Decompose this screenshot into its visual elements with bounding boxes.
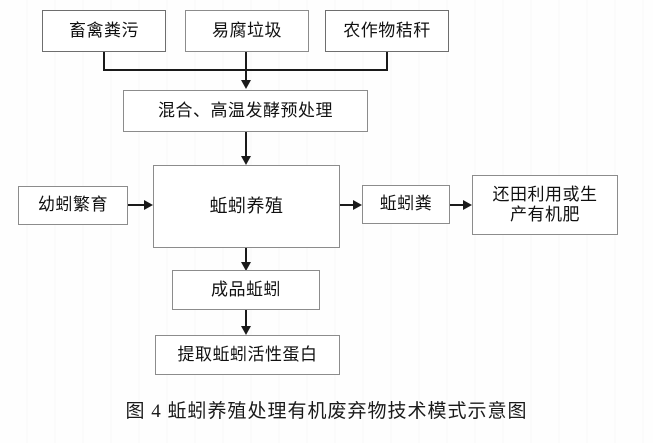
connector-culture-to-finished (245, 248, 247, 266)
arrowhead-into-culture (241, 156, 251, 165)
connector-straw-drop (386, 52, 388, 71)
arrowhead-into-pretreatment (241, 80, 251, 89)
arrowhead-into-castings (353, 200, 362, 210)
connector-breeding-to-culture (128, 204, 145, 206)
arrowhead-into-culture-left (144, 200, 153, 210)
connector-manure-drop (103, 52, 105, 71)
connector-merge-to-pretreatment (245, 52, 247, 82)
arrowhead-into-fertilizer (463, 200, 472, 210)
node-perishable-waste: 易腐垃圾 (185, 10, 309, 52)
node-earthworm-culture: 蚯蚓养殖 (153, 165, 340, 248)
connector-culture-to-castings (340, 204, 354, 206)
node-crop-straw: 农作物秸秆 (325, 10, 449, 52)
node-worm-castings: 蚯蚓粪 (362, 185, 450, 224)
arrowhead-into-finished (241, 262, 251, 271)
node-extract-active-protein: 提取蚯蚓活性蛋白 (155, 335, 340, 375)
node-livestock-manure: 畜禽粪污 (42, 10, 166, 52)
node-mix-thermophilic-fermentation: 混合、高温发酵预处理 (123, 90, 368, 132)
node-field-return-or-organic-fertilizer: 还田利用或生 产有机肥 (472, 175, 618, 235)
node-finished-earthworms: 成品蚯蚓 (172, 270, 320, 310)
figure-caption: 图 4 蚯蚓养殖处理有机废弃物技术模式示意图 (125, 401, 528, 422)
connector-pretreatment-to-culture (245, 132, 247, 158)
connector-finished-to-protein (245, 310, 247, 329)
connector-castings-to-fertilizer (450, 204, 464, 206)
arrowhead-into-protein (241, 326, 251, 335)
node-juvenile-worm-breeding: 幼蚓繁育 (18, 186, 128, 225)
